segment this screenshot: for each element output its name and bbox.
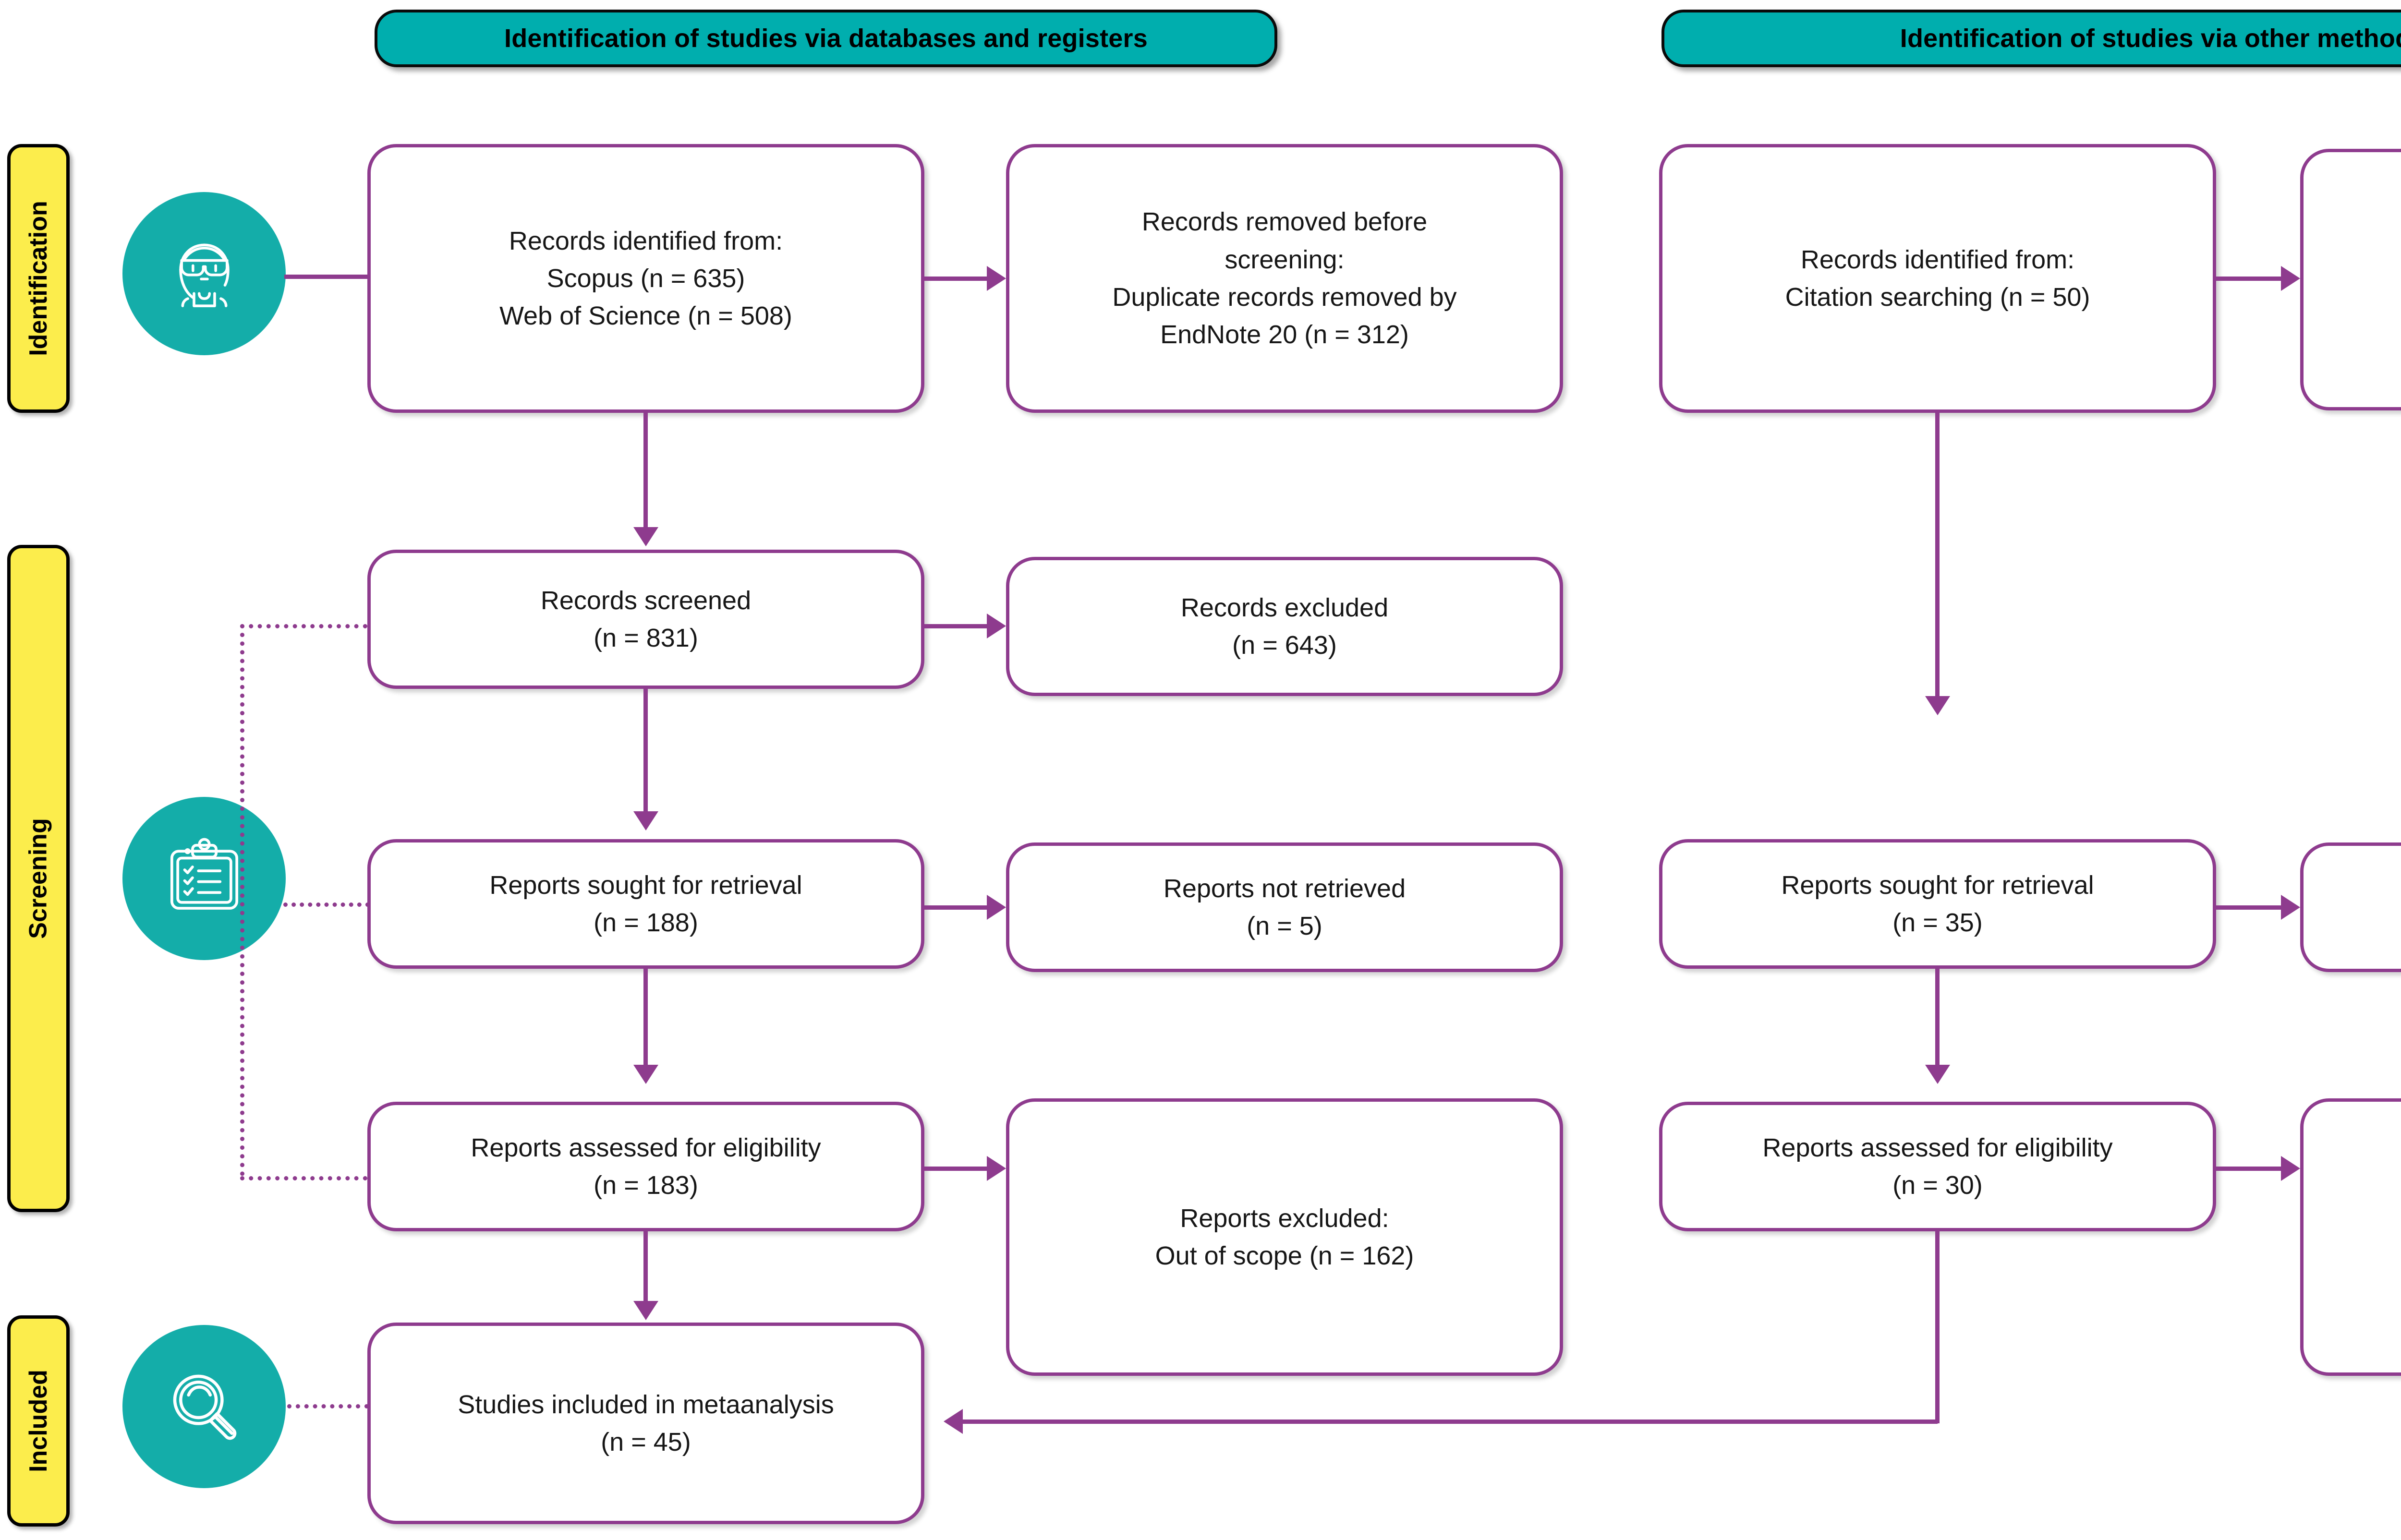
box-line: Reports sought for retrieval [1781, 870, 2094, 900]
dotted-included-to-studies-box [287, 1404, 369, 1408]
magnifier-icon [155, 1358, 254, 1456]
header-banner-databases-label: Identification of studies via databases … [504, 24, 1148, 53]
box-line: Reports not retrieved [1163, 874, 1406, 903]
header-banner-snowballing-label: Identification of studies via other meth… [1900, 24, 2401, 53]
connector-sb-assessed-to-reports-excluded [2216, 1167, 2281, 1171]
box-line: (n = 30) [1892, 1171, 1983, 1200]
records-removed-before-screening-box: Records removed before screening: Duplic… [1006, 144, 1563, 413]
reports-excluded-snowballing-box: Reports excluded: Duplicates (n = 3) Lac… [2300, 1098, 2401, 1376]
dotted-screening-to-assessed [240, 1176, 367, 1180]
connector-sb-sought-to-not-retrieved [2216, 905, 2281, 910]
box-line: Reports assessed for eligibility [471, 1133, 821, 1162]
dotted-screening-to-records-screened [240, 624, 367, 628]
arrow-assessed-to-included [633, 1301, 658, 1320]
arrow-sb-assessed-to-included [944, 1409, 963, 1434]
box-line: (n = 35) [1892, 908, 1983, 937]
connector-sought-to-not-retrieved [924, 905, 987, 910]
arrow-assessed-to-reports-excluded [987, 1156, 1006, 1181]
reports-not-retrieved-box: Reports not retrieved (n = 5) [1006, 842, 1563, 972]
box-line: (n = 188) [594, 908, 698, 937]
screening-stage-icon-circle [122, 797, 286, 960]
stage-label-screening: Screening [7, 545, 70, 1212]
studies-included-in-metaanalysis-box: Studies included in metaanalysis (n = 45… [367, 1323, 924, 1524]
connector-identified-to-removed [924, 277, 987, 281]
researcher-goggles-icon [153, 222, 256, 325]
reports-not-retrieved-snowballing-box: Reports not retrieved (n = 5) [2300, 842, 2401, 972]
arrow-sb-identified-to-sought [1925, 696, 1950, 715]
arrow-screened-to-excluded [987, 614, 1006, 638]
header-banner-databases: Identification of studies via databases … [375, 10, 1277, 67]
connector-identification-icon-to-box [284, 275, 370, 279]
records-excluded-out-of-scope-box: Records excluded Out of scope (n = 15) [2300, 149, 2401, 410]
included-stage-icon-circle [122, 1325, 286, 1488]
box-line: Reports assessed for eligibility [1762, 1133, 2113, 1162]
stage-label-included-text: Included [24, 1370, 53, 1472]
connector-assessed-to-reports-excluded [924, 1167, 987, 1171]
connector-screened-to-excluded [924, 624, 987, 628]
box-line: (n = 183) [594, 1171, 698, 1200]
connector-assessed-to-included [643, 1231, 648, 1301]
records-screened-box: Records screened (n = 831) [367, 550, 924, 689]
dotted-screening-bracket-vertical [240, 624, 244, 1176]
box-line: Records excluded [1180, 593, 1389, 622]
identification-stage-icon-circle [122, 192, 286, 355]
arrow-screened-to-sought [633, 811, 658, 830]
box-line: Records identified from: [509, 226, 783, 255]
box-line: Reports excluded: [1180, 1203, 1389, 1233]
reports-assessed-for-eligibility-snowballing-box: Reports assessed for eligibility (n = 30… [1659, 1102, 2216, 1231]
connector-sb-identified-to-excluded [2216, 277, 2281, 281]
arrow-sb-assessed-to-reports-excluded [2281, 1156, 2300, 1181]
connector-sb-sought-to-assessed [1935, 969, 1940, 1065]
header-banner-snowballing: Identification of studies via other meth… [1661, 10, 2401, 67]
reports-sought-for-retrieval-snowballing-box: Reports sought for retrieval (n = 35) [1659, 839, 2216, 969]
box-line: (n = 5) [1247, 912, 1322, 940]
reports-assessed-for-eligibility-box: Reports assessed for eligibility (n = 18… [367, 1102, 924, 1231]
arrow-sought-to-assessed [633, 1065, 658, 1084]
connector-screened-to-sought [643, 689, 648, 811]
arrow-sb-sought-to-assessed [1925, 1065, 1950, 1084]
connector-sb-assessed-down [1935, 1231, 1940, 1423]
dotted-screening-to-sought [283, 902, 370, 907]
records-identified-citation-searching-box: Records identified from: Citation search… [1659, 144, 2216, 413]
stage-label-identification-text: Identification [24, 201, 52, 356]
connector-sb-identified-to-sought [1935, 413, 1940, 696]
connector-sb-assessed-to-included [963, 1420, 1938, 1424]
stage-label-included: Included [7, 1315, 70, 1527]
stage-label-screening-text: Screening [24, 818, 53, 939]
box-line: screening: [1225, 245, 1345, 274]
clipboard-checklist-icon [155, 830, 254, 928]
arrow-sb-sought-to-not-retrieved [2281, 895, 2300, 920]
box-line: Scopus (n = 635) [546, 264, 745, 293]
box-line: Studies included in metaanalysis [458, 1390, 834, 1419]
connector-identified-to-screened [643, 413, 648, 528]
reports-excluded-eligibility-box: Reports excluded: Out of scope (n = 162) [1006, 1098, 1563, 1376]
box-line: (n = 45) [601, 1428, 691, 1456]
box-line: Web of Science (n = 508) [499, 301, 792, 331]
records-identified-databases-box: Records identified from: Scopus (n = 635… [367, 144, 924, 413]
arrow-sought-to-not-retrieved [987, 895, 1006, 920]
box-line: Records identified from: [1800, 245, 2075, 274]
arrow-identified-to-screened [633, 527, 658, 546]
arrow-sb-identified-to-excluded [2281, 266, 2300, 291]
box-line: Duplicate records removed by [1112, 283, 1457, 312]
box-line: EndNote 20 (n = 312) [1160, 320, 1409, 349]
records-excluded-screening-box: Records excluded (n = 643) [1006, 557, 1563, 696]
box-line: (n = 831) [594, 624, 698, 652]
arrow-identified-to-removed [987, 266, 1006, 291]
connector-sought-to-assessed [643, 969, 648, 1065]
box-line: Citation searching (n = 50) [1785, 283, 2090, 312]
box-line: Out of scope (n = 162) [1155, 1241, 1414, 1270]
box-line: Records removed before [1141, 207, 1428, 237]
reports-sought-for-retrieval-box: Reports sought for retrieval (n = 188) [367, 839, 924, 969]
stage-label-identification: Identification [7, 144, 70, 413]
box-line: Reports sought for retrieval [489, 870, 802, 900]
box-line: (n = 643) [1232, 631, 1337, 660]
box-line: Records screened [540, 586, 752, 615]
